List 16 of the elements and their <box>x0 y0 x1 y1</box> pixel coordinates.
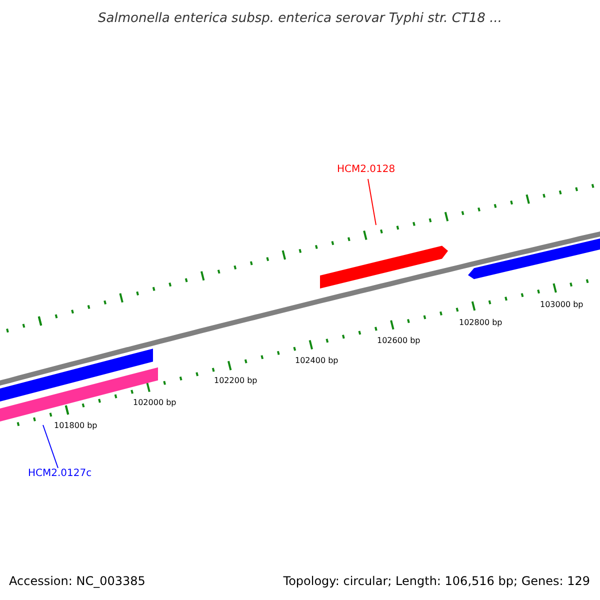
position-label: 101800 bp <box>54 421 98 431</box>
position-label: 103000 bp <box>540 300 584 310</box>
title: Salmonella enterica subsp. enterica serovar Typhi str. CT18 ... <box>97 10 503 28</box>
gene-label: HCM2.0128 <box>337 164 396 176</box>
footer-text: Topology: circular; Length: 106,516 bp; Genes: 129 <box>283 574 590 588</box>
gene-arrow <box>320 246 448 289</box>
position-label: 102200 bp <box>214 376 258 386</box>
position-label: 102600 bp <box>377 336 420 346</box>
gene-arrow <box>468 236 600 280</box>
gene-label: HCM2.0127c <box>28 468 92 480</box>
footer-text: Accession: NC_003385 <box>9 574 146 588</box>
position-label: 102000 bp <box>133 398 176 408</box>
leader-line <box>368 178 376 226</box>
leader-line <box>42 424 58 468</box>
position-label: 102800 bp <box>459 318 502 328</box>
position-label: 102400 bp <box>295 356 338 366</box>
